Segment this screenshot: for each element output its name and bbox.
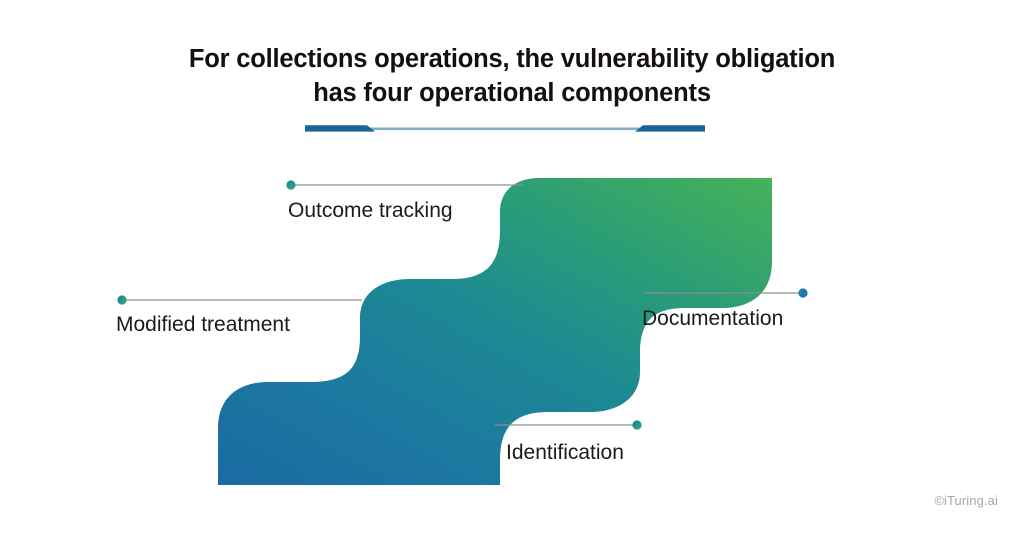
connector-identification (495, 420, 642, 430)
connector-dot-documentation (798, 288, 808, 298)
title-divider-graphic (305, 125, 705, 132)
connector-dot-outcome-tracking (286, 180, 296, 190)
page-title-line-2: has four operational components (313, 79, 711, 107)
page-title-line-1: For collections operations, the vulnerab… (188, 45, 836, 73)
connector-outcome-tracking (286, 180, 524, 190)
step-label-outcome-tracking: Outcome tracking (288, 199, 453, 222)
connector-documentation (645, 288, 808, 298)
connector-modified-treatment (117, 295, 362, 305)
connector-dot-modified-treatment (117, 295, 127, 305)
step-label-identification: Identification (506, 441, 624, 464)
watermark: ©iTuring.ai (934, 493, 998, 508)
step-label-modified-treatment: Modified treatment (116, 313, 290, 336)
page-title: For collections operations, the vulnerab… (0, 42, 1024, 110)
step-label-documentation: Documentation (642, 307, 784, 330)
divider-left-cap (305, 125, 375, 132)
title-divider (305, 120, 705, 138)
staircase-shape (218, 178, 772, 485)
divider-thin-line (305, 127, 705, 131)
divider-right-cap (635, 125, 705, 132)
connector-dot-identification (632, 420, 642, 430)
